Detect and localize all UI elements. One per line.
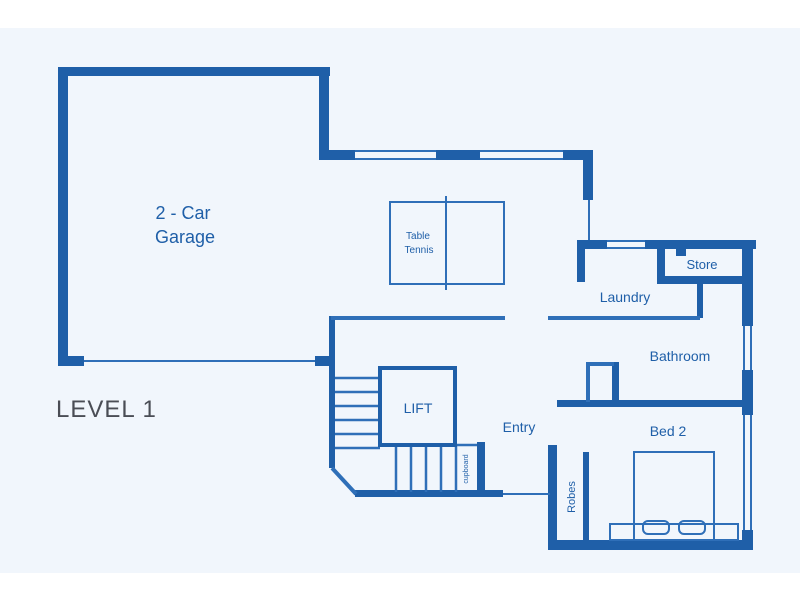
garage-wall-bottom-right (315, 356, 333, 366)
bed2-wall-bottom (548, 540, 753, 550)
garage-wall-top (58, 67, 330, 76)
entry-label: Entry (503, 419, 536, 435)
thin-lines (84, 150, 752, 530)
double-bed (609, 451, 739, 541)
table-tennis-label-line1: Table (406, 231, 430, 242)
garage-label-line2: Garage (155, 227, 215, 247)
table-tennis-label-line2: Tennis (405, 245, 434, 256)
bed2-wall-left (548, 445, 557, 550)
walls (58, 67, 756, 550)
store-wall-bottom (657, 276, 752, 284)
entry-nib (548, 445, 557, 495)
laundry-wall-top-1 (577, 240, 607, 249)
store-label: Store (686, 257, 717, 272)
upper-wall-seg-1 (319, 150, 355, 160)
cupboard-label: cupboard (463, 454, 470, 483)
upper-wall-seg-2 (436, 150, 480, 160)
bathroom-label: Bathroom (650, 348, 711, 364)
table-tennis-table (389, 196, 505, 290)
exterior-right-wall-2 (742, 370, 753, 415)
bathroom-wall-bottom (557, 400, 749, 407)
right-wall-upper (583, 150, 593, 200)
garage-label-line1: 2 - Car (155, 203, 210, 223)
lift-shaft (378, 366, 457, 447)
laundry-wall-top-2 (645, 240, 756, 249)
laundry-wall-right (697, 280, 703, 318)
bed2-label: Bed 2 (650, 423, 687, 439)
exterior-right-wall-1 (742, 240, 753, 326)
robes-wall-right (583, 452, 589, 542)
lift-label: LIFT (404, 400, 433, 416)
laundry-label: Laundry (600, 289, 651, 305)
level-title: LEVEL 1 (56, 396, 157, 423)
upper-wall-seg-3 (563, 150, 593, 160)
stair-wall-left (329, 316, 335, 468)
garage-wall-left (58, 67, 68, 366)
lower-wall-bottom (355, 490, 503, 497)
paper-background (0, 28, 800, 573)
bath-nib-wall (612, 362, 619, 404)
store-wall-left (657, 240, 665, 282)
garage-wall-bottom-left (58, 356, 84, 366)
cupboard-wall-right (477, 442, 485, 492)
garage-wall-right (319, 67, 329, 160)
store-pillar (676, 240, 686, 256)
robes-label: Robes (566, 481, 578, 513)
laundry-wall-left (577, 240, 585, 282)
